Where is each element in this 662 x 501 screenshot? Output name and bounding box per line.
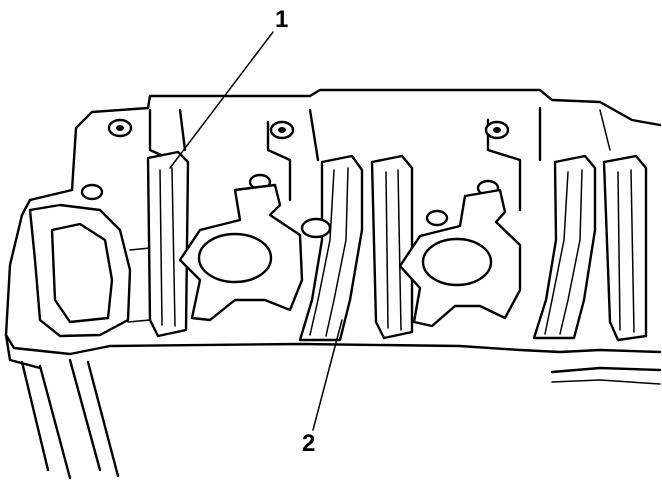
callout-number-1: 1: [275, 6, 289, 33]
callout-leaders: [169, 31, 343, 431]
cam-lobes: [178, 183, 522, 328]
cylinder-head-casting: [4, 88, 662, 480]
callout-2-leader: [312, 319, 343, 431]
callout-number-2: 2: [302, 430, 316, 457]
cam-bearing-housing: [28, 203, 151, 338]
bolt-bosses: [80, 118, 510, 201]
rocker-arms: [146, 150, 648, 342]
callout-1-leader: [169, 31, 274, 169]
